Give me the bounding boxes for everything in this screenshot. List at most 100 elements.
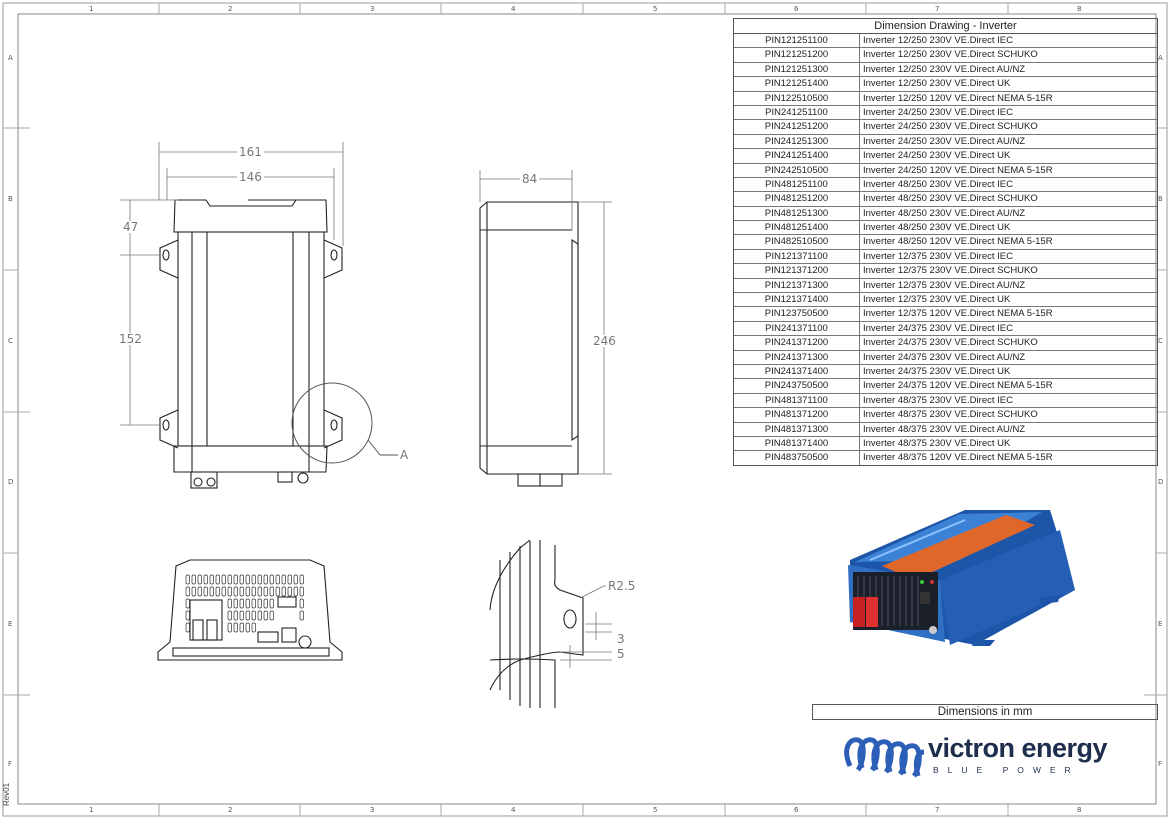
- vent-slot: [233, 574, 238, 585]
- description-cell: Inverter 48/250 230V VE.Direct AU/NZ: [863, 207, 1026, 219]
- part-number-cell: PIN121251300: [734, 62, 860, 77]
- zone-col-8-bottom: 8: [1077, 806, 1082, 814]
- description-cell: Inverter 48/375 230V VE.Direct AU/NZ: [863, 423, 1026, 435]
- vent-slot: [245, 586, 250, 597]
- vent-slot: [269, 574, 274, 585]
- part-number-cell: PIN481371100: [734, 393, 860, 408]
- vent-slot: [215, 574, 220, 585]
- description-cell: Inverter 12/375 230V VE.Direct IEC: [863, 250, 1013, 262]
- part-number-cell: PIN241371400: [734, 364, 860, 379]
- zone-col-8: 8: [1077, 5, 1082, 13]
- part-number-cell: PIN241251100: [734, 105, 860, 120]
- vent-slot: [299, 598, 304, 609]
- zone-row-d-right: D: [1158, 478, 1164, 486]
- part-number-cell: PIN481371300: [734, 422, 860, 436]
- vent-slot: [299, 574, 304, 585]
- zone-row-a: A: [8, 54, 13, 62]
- description-cell: Inverter 12/375 230V VE.Direct AU/NZ: [863, 279, 1026, 291]
- vent-slot: [281, 574, 286, 585]
- part-number-cell: PIN121251200: [734, 48, 860, 62]
- description-cell: Inverter 12/250 230V VE.Direct SCHUKO: [863, 49, 1038, 61]
- zone-col-1-bottom: 1: [89, 806, 94, 814]
- zone-col-3-bottom: 3: [370, 806, 375, 814]
- dim-mount-spacing: 152: [117, 332, 144, 346]
- vent-slot: [245, 622, 250, 633]
- logo-wordmark: victron energy: [928, 733, 1108, 763]
- part-number-cell: PIN121371200: [734, 264, 860, 278]
- zone-col-6: 6: [794, 5, 799, 13]
- vent-slot: [203, 574, 208, 585]
- description-cell: Inverter 48/250 230V VE.Direct IEC: [863, 178, 1013, 190]
- description-cell: Inverter 48/375 230V VE.Direct SCHUKO: [863, 409, 1038, 421]
- vent-slot: [227, 610, 232, 621]
- description-cell: Inverter 48/250 230V VE.Direct UK: [863, 222, 1011, 234]
- vent-slot: [275, 574, 280, 585]
- part-number-cell: PIN241371300: [734, 350, 860, 364]
- vent-slot: [227, 586, 232, 597]
- vent-slot: [239, 610, 244, 621]
- part-number-cell: PIN242510500: [734, 163, 860, 177]
- vent-slot: [269, 586, 274, 597]
- side-view: [479, 201, 579, 487]
- vent-slot: [281, 586, 286, 597]
- part-number-cell: PIN243750500: [734, 379, 860, 393]
- vent-slot: [227, 598, 232, 609]
- zone-row-f: F: [8, 760, 13, 768]
- description-cell: Inverter 24/375 230V VE.Direct IEC: [863, 322, 1013, 334]
- description-cell: Inverter 48/375 120V VE.Direct NEMA 5-15…: [863, 452, 1053, 464]
- zone-col-6-bottom: 6: [794, 806, 799, 814]
- vent-slot: [233, 598, 238, 609]
- vent-slot: [239, 574, 244, 585]
- vent-slot: [209, 574, 214, 585]
- vent-slot: [287, 574, 292, 585]
- part-number-cell: PIN482510500: [734, 235, 860, 249]
- vent-slot: [185, 586, 190, 597]
- part-number-cell: PIN121371100: [734, 249, 860, 264]
- zone-col-7: 7: [935, 5, 940, 13]
- detail-label: A: [398, 448, 411, 462]
- table-title: Dimension Drawing - Inverter: [734, 19, 1157, 34]
- description-cell: Inverter 24/250 230V VE.Direct UK: [863, 150, 1011, 162]
- zone-col-2: 2: [228, 5, 233, 13]
- zone-row-c-right: C: [1158, 337, 1163, 345]
- vent-slot: [245, 598, 250, 609]
- vent-slot: [209, 586, 214, 597]
- vent-slot: [245, 610, 250, 621]
- vent-slot: [287, 586, 292, 597]
- description-cell: Inverter 12/375 230V VE.Direct UK: [863, 294, 1011, 306]
- description-cell: Inverter 24/375 120V VE.Direct NEMA 5-15…: [863, 380, 1053, 392]
- part-number-cell: PIN241251200: [734, 120, 860, 134]
- description-cell: Inverter 12/375 230V VE.Direct SCHUKO: [863, 265, 1038, 277]
- zone-col-3: 3: [370, 5, 375, 13]
- dim-width-inner: 146: [237, 170, 264, 184]
- description-cell: Inverter 48/250 120V VE.Direct NEMA 5-15…: [863, 236, 1053, 248]
- vent-slot: [257, 574, 262, 585]
- description-cell: Inverter 12/250 120V VE.Direct NEMA 5-15…: [863, 92, 1053, 104]
- zone-row-b-right: B: [1158, 195, 1163, 203]
- vent-slot: [221, 574, 226, 585]
- vent-slot: [251, 586, 256, 597]
- zone-col-2-bottom: 2: [228, 806, 233, 814]
- vent-slot: [185, 574, 190, 585]
- description-cell: Inverter 12/250 230V VE.Direct IEC: [863, 35, 1013, 46]
- zone-row-f-right: F: [1158, 760, 1163, 768]
- part-number-cell: PIN483750500: [734, 451, 860, 465]
- description-cell: Inverter 24/250 230V VE.Direct IEC: [863, 106, 1013, 118]
- dim-depth: 84: [520, 172, 540, 186]
- zone-col-1: 1: [89, 5, 94, 13]
- dim-radius: R2.5: [606, 579, 638, 593]
